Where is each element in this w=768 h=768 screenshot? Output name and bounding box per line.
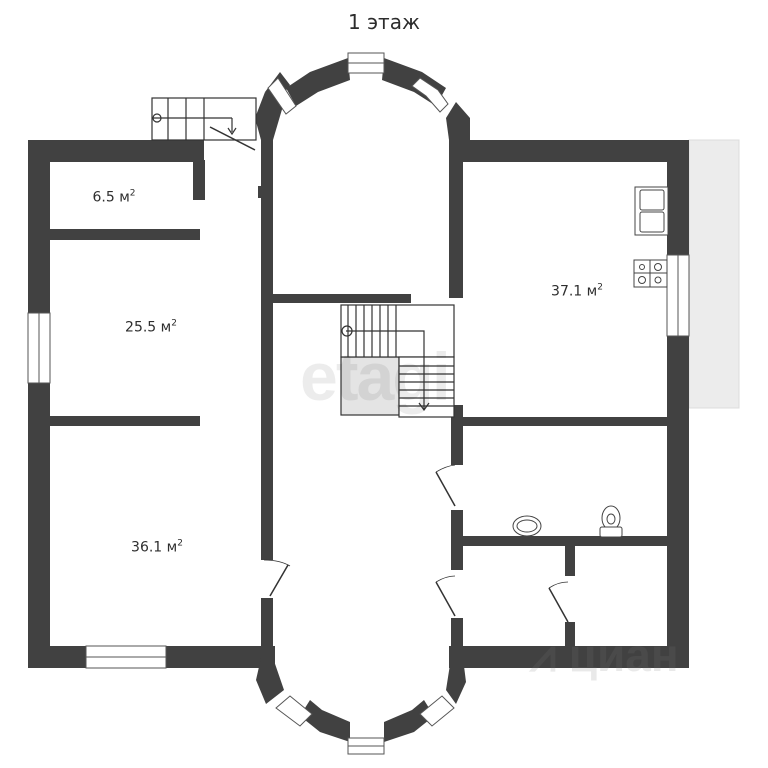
stove-icon xyxy=(633,259,668,288)
terrace xyxy=(688,139,740,409)
room-area-label: 6.5 м2 xyxy=(92,188,136,206)
room-area-label: 36.1 м2 xyxy=(131,538,183,556)
floor-title: 1 этаж xyxy=(348,10,420,34)
window-icon xyxy=(27,52,690,755)
washbasin-icon xyxy=(512,515,542,537)
sink-icon xyxy=(634,186,669,236)
staircase-icon xyxy=(340,304,455,418)
door-swing-icon xyxy=(209,126,256,151)
toilet-icon xyxy=(599,505,623,538)
staircase-icon xyxy=(151,97,257,141)
door-swing-icon xyxy=(263,464,569,623)
room-area-label: 25.5 м2 xyxy=(125,318,177,336)
room-area-label: 37.1 м2 xyxy=(551,282,603,300)
walls xyxy=(28,58,689,742)
